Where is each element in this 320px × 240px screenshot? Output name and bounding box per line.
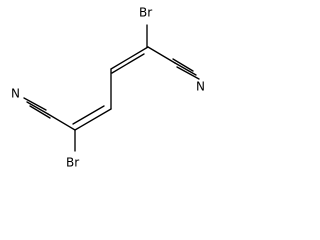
bond-c-c-top-2	[111, 53, 145, 74]
chemical-structure: Br N N Br	[11, 6, 205, 170]
bond-c-cn-right	[147, 46, 176, 64]
bond-c-cn-left	[47, 113, 76, 131]
bond-cn-right-2	[174, 62, 197, 76]
bond-cn-left-3	[23, 97, 47, 111]
bond-cn-left-2	[26, 101, 49, 115]
atom-br-top: Br	[139, 6, 152, 20]
bond-group	[23, 24, 200, 152]
bond-c-c-top-1	[110, 46, 149, 70]
bond-c-c-bottom-2	[72, 105, 105, 125]
atom-n-left: N	[11, 87, 20, 101]
bond-c-c-bottom-1	[74, 108, 112, 131]
atom-br-bottom: Br	[66, 156, 79, 170]
bond-cn-left-1	[29, 105, 51, 119]
bond-cn-right-1	[172, 58, 194, 72]
bond-cn-right-3	[176, 66, 200, 80]
atom-n-right: N	[196, 80, 205, 94]
